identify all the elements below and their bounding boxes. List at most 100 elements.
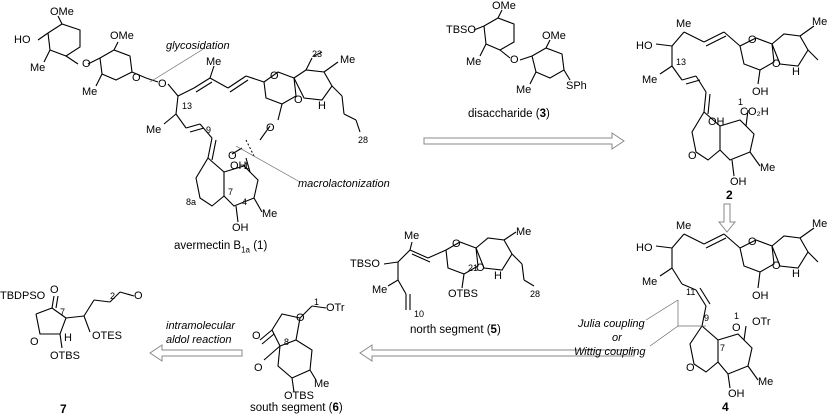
compound-7-skeleton <box>35 291 135 349</box>
cpd7-otes: OTES <box>92 330 122 342</box>
avermectin-c7: 7 <box>228 187 234 197</box>
cpd2-h: H <box>792 66 800 78</box>
disaccharide-caption-text: disaccharide ( <box>468 108 540 120</box>
south-me: Me <box>314 378 330 390</box>
disaccharide-skeleton <box>473 9 571 85</box>
cpd7-c2: 2 <box>110 291 116 301</box>
cpd4-oh-2: OH <box>728 388 745 400</box>
cpd7-o-ring: O <box>30 336 39 348</box>
cpd2-me-3: Me <box>812 16 828 28</box>
avermectin-h: H <box>318 100 326 112</box>
cpd7-h: H <box>64 332 72 344</box>
cpd4-o-4: O <box>686 362 695 374</box>
disaccharide-number: 3 <box>539 108 546 120</box>
retro-arrow-disaccharide <box>423 132 625 150</box>
north-me-1: Me <box>404 230 420 242</box>
cpd7-number: 7 <box>60 402 67 416</box>
cpd2-oh-1: OH <box>752 86 769 98</box>
cpd2-oh-2: OH <box>708 116 725 128</box>
north-me-2: Me <box>372 284 388 296</box>
cpd2-o-2: O <box>772 58 781 70</box>
compound-2-skeleton <box>655 25 819 177</box>
avermectin-c1: 1 <box>244 161 250 171</box>
south-c8: 8 <box>284 337 290 347</box>
disaccharide-sph: SPh <box>566 80 587 92</box>
south-number: 6 <box>332 402 339 414</box>
avermectin-c4: 4 <box>242 197 248 207</box>
cpd2-number: 2 <box>726 188 733 202</box>
aldol-label-line1: intramolecular <box>166 320 236 332</box>
cpd4-me-3: Me <box>812 218 828 230</box>
cpd4-ho: HO <box>636 242 653 254</box>
cpd4-c9: 9 <box>704 313 710 323</box>
avermectin-oh-2: OH <box>232 222 249 234</box>
north-caption: north segment (5) <box>410 324 501 336</box>
north-number: 5 <box>490 324 497 336</box>
cpd4-h: H <box>792 268 800 280</box>
aldol-label-line2: aldol reaction <box>166 334 232 346</box>
cpd2-me-1: Me <box>676 18 692 30</box>
north-me-3: Me <box>516 226 532 238</box>
north-c21: 21 <box>468 263 479 273</box>
avermectin-caption: avermectin B1a (1) <box>174 240 267 254</box>
south-o-1: O <box>296 312 305 324</box>
avermectin-number: (1) <box>253 240 268 252</box>
south-c1: 1 <box>314 297 320 307</box>
avermectin-ome-2: OMe <box>110 30 134 42</box>
cpd4-o-2: O <box>772 260 781 272</box>
cpd2-me-2: Me <box>642 74 658 86</box>
julia-coupling-label: Julia coupling <box>578 318 645 330</box>
avermectin-me-5: Me <box>340 54 356 66</box>
north-caption-close: ) <box>496 324 501 336</box>
avermectin-me-2: Me <box>82 86 98 98</box>
avermectin-c9: 9 <box>206 125 212 135</box>
cpd2-o-3: O <box>688 150 697 162</box>
disaccharide-tbso: TBSO <box>446 24 476 36</box>
cpd2-c1: 1 <box>738 97 744 107</box>
south-caption: south segment (6) <box>250 402 343 414</box>
avermectin-c23: 23 <box>312 49 323 59</box>
cpd4-c1: 1 <box>734 311 740 321</box>
cpd7-o-aldehyde: O <box>134 290 143 302</box>
avermectin-o-6: O <box>266 122 275 134</box>
retro-arrow-down <box>717 203 737 233</box>
disaccharide-ome-2: OMe <box>542 30 566 42</box>
avermectin-me-6: Me <box>262 208 278 220</box>
avermectin-c8a: 8a <box>186 197 197 207</box>
avermectin-me-1: Me <box>30 62 46 74</box>
cpd7-otbs: OTBS <box>50 350 80 362</box>
avermectin-o-1: O <box>82 58 91 70</box>
cpd2-oh-3: OH <box>730 176 747 188</box>
cpd2-c13: 13 <box>676 57 687 67</box>
cpd4-c11: 11 <box>686 287 696 297</box>
cpd4-c7: 7 <box>720 343 726 353</box>
wittig-coupling-label: Wittig coupling <box>574 346 646 358</box>
cpd2-o-1: O <box>748 34 757 46</box>
avermectin-skeleton <box>37 15 361 223</box>
avermectin-oh-1: OH <box>230 160 247 172</box>
cpd4-otr: OTr <box>752 316 771 328</box>
avermectin-o-3: O <box>158 78 167 90</box>
south-otbs: OTBS <box>284 390 314 402</box>
avermectin-ome-1: OMe <box>50 6 74 18</box>
avermectin-me-4: Me <box>146 124 162 136</box>
avermectin-subscript: 1a <box>241 245 251 255</box>
disaccharide-caption: disaccharide (3) <box>468 108 550 120</box>
cpd7-c7: 7 <box>60 307 66 317</box>
disaccharide-ome-1: OMe <box>492 0 516 12</box>
avermectin-c28: 28 <box>358 135 369 145</box>
south-caption-text: south segment ( <box>250 402 333 414</box>
glycosidation-label: glycosidation <box>166 40 230 52</box>
retro-arrows <box>149 132 737 362</box>
cpd7-o-ketone: O <box>50 284 59 296</box>
avermectin-o-4: O <box>270 70 279 82</box>
disaccharide-o-link: O <box>510 54 519 66</box>
avermectin-name: avermectin B <box>174 240 242 252</box>
cpd4-oh-1: OH <box>752 290 769 302</box>
cpd4-me-1: Me <box>676 220 692 232</box>
disaccharide-me-2: Me <box>516 84 532 96</box>
avermectin-o-7: O <box>228 150 237 162</box>
north-c10: 10 <box>414 309 425 319</box>
